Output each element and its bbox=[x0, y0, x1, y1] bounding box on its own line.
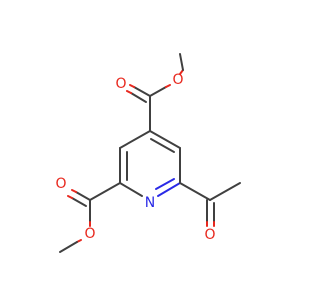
acetyl-group bbox=[179, 182, 241, 227]
atom-label-ester-left-carbonyl-o: O bbox=[55, 176, 66, 192]
ring-bond-c6-n bbox=[157, 182, 181, 197]
ester-left-group bbox=[59, 182, 121, 253]
bond-ester-top-methyl bbox=[179, 53, 184, 71]
bond-ester-left-carbonyl-second bbox=[71, 197, 87, 207]
bond-ester-top-ether bbox=[149, 86, 167, 97]
atom-label-ester-top-carbonyl-o: O bbox=[115, 76, 126, 92]
bond-ester-left-carbonyl bbox=[75, 191, 91, 201]
bond-c2-ester-left-carbon bbox=[89, 182, 121, 201]
bond-ester-left-carbonyl-second-o bbox=[67, 195, 73, 199]
bond-ester-top-carbonyl-o-segment bbox=[129, 84, 135, 88]
bond-c6-acetyl-carbon bbox=[179, 182, 211, 201]
ring-bond-c6-n-inner bbox=[155, 178, 175, 190]
ring-bond-c4-c3 bbox=[119, 130, 151, 149]
ring-bond-c4-c5 bbox=[149, 130, 181, 149]
ester-top-group bbox=[126, 53, 184, 132]
molecule-structure-diagram: N O O O O O bbox=[55, 53, 241, 253]
bond-ester-top-carbonyl-second-o bbox=[126, 90, 132, 94]
bond-ester-top-carbonyl-second bbox=[130, 92, 147, 103]
ring-bond-c4-c5-inner bbox=[150, 138, 175, 153]
bond-acetyl-methyl bbox=[209, 182, 241, 201]
atom-label-ring-n: N bbox=[145, 195, 155, 211]
atom-label-acetyl-o: O bbox=[204, 227, 215, 243]
bond-ester-left-carbonyl-o-segment bbox=[71, 189, 77, 193]
bond-ester-top-ether-o-segment bbox=[165, 84, 171, 88]
atom-label-ester-top-ether-o: O bbox=[172, 72, 183, 88]
atom-label-ester-left-ether-o: O bbox=[84, 226, 95, 242]
bond-ester-top-carbonyl bbox=[133, 86, 151, 97]
ring-bond-c2-n bbox=[119, 182, 143, 197]
pyridine-ring bbox=[119, 130, 181, 197]
bond-ester-left-methyl bbox=[59, 241, 78, 253]
